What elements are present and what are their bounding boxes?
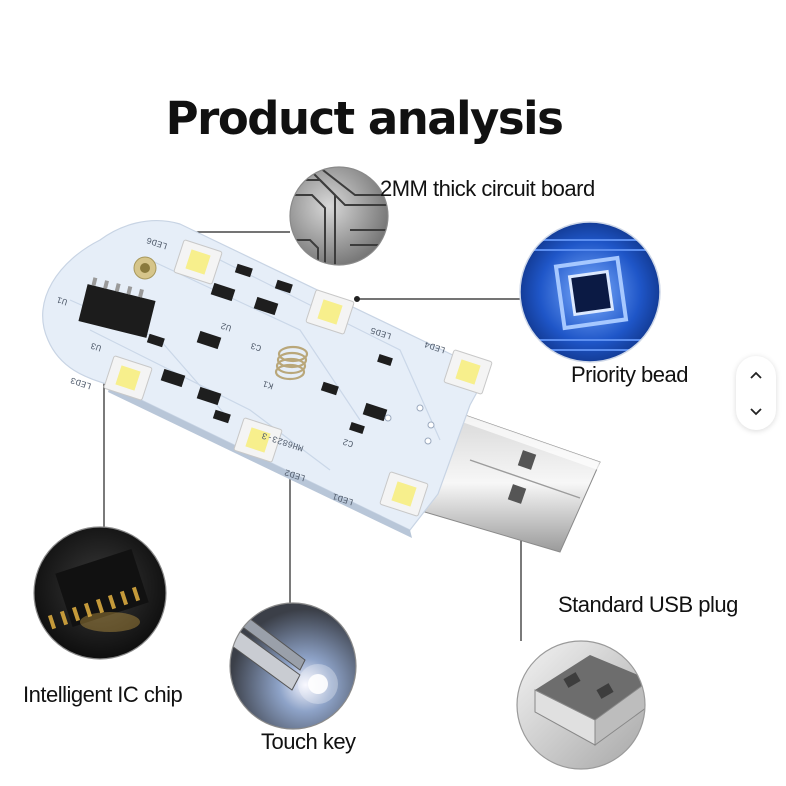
circuit-board-closeup: [289, 166, 389, 266]
silk-k1: K1: [262, 378, 275, 391]
scroll-up-button[interactable]: [736, 356, 776, 393]
priority-bead-closeup: [519, 221, 661, 363]
chevron-down-icon: [750, 407, 762, 415]
chevron-up-icon: [750, 371, 762, 379]
silk-c3: C3: [250, 340, 263, 353]
label-circuit-board: 2MM thick circuit board: [380, 176, 595, 201]
scroll-controls: [736, 356, 776, 430]
scroll-down-button[interactable]: [736, 393, 776, 430]
usb-plug-closeup: [516, 640, 646, 770]
ic-chip-closeup: [33, 526, 167, 660]
touch-spring: [274, 345, 309, 381]
label-ic-chip: Intelligent IC chip: [23, 682, 183, 707]
label-usb-plug: Standard USB plug: [558, 592, 738, 617]
silk-u2: U2: [220, 320, 233, 333]
silk-u3: U3: [90, 340, 103, 353]
pcb-board: LED6 LED5 LED4 LED3 LED2 LED1 MH6823-3 U…: [42, 220, 493, 538]
usb-plug-metal: [417, 413, 601, 553]
label-touch-key: Touch key: [261, 729, 356, 754]
silk-u1: U1: [56, 294, 69, 307]
led-beads: [103, 239, 493, 517]
silk-c2: C2: [342, 436, 355, 449]
touch-key-closeup: [229, 602, 357, 730]
label-priority-bead: Priority bead: [571, 362, 689, 387]
page-title: Product analysis: [165, 92, 564, 145]
